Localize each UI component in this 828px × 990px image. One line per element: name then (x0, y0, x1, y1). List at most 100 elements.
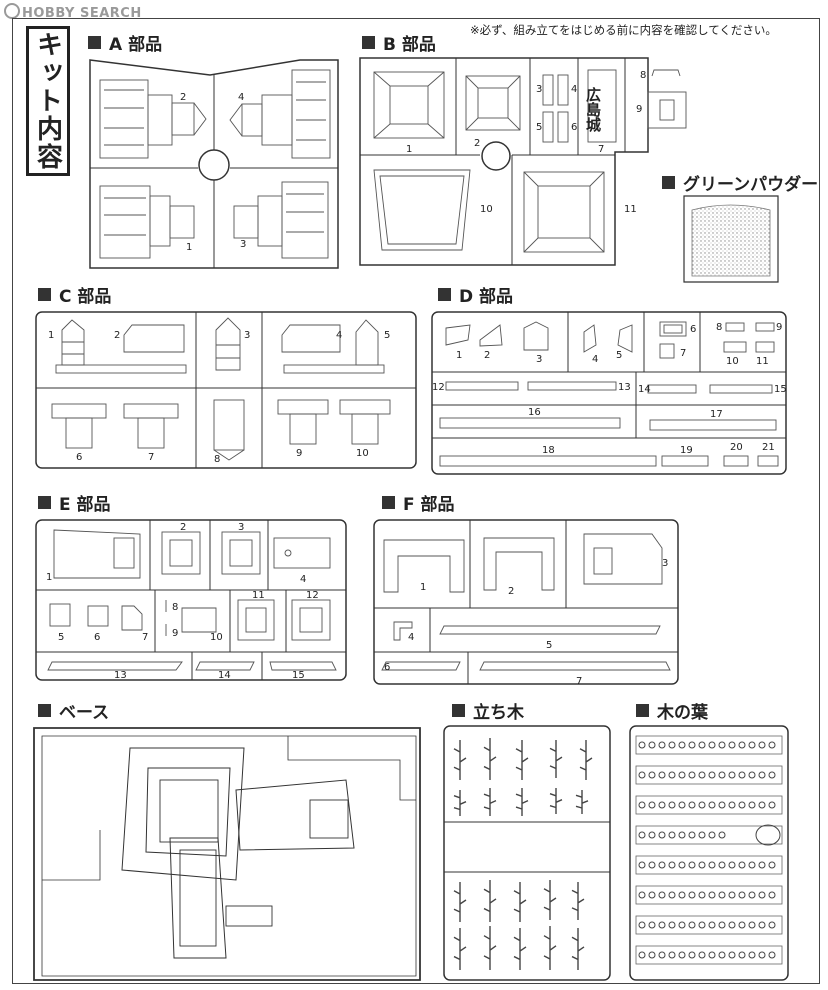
tree-part (515, 740, 529, 780)
d-part-number: 1 (456, 350, 462, 361)
a-part-number: 1 (186, 242, 192, 253)
e-part-number: 8 (172, 602, 178, 613)
section-base-label: ベース (59, 703, 110, 723)
f-part-outlines (381, 533, 671, 671)
standing-trees-set (453, 738, 593, 970)
tree-part (483, 788, 497, 816)
section-standing-trees-label: 立ち木 (473, 703, 524, 723)
d-part-number: 2 (484, 350, 490, 361)
leaf-strip (635, 824, 783, 846)
c-part-number: 1 (48, 330, 54, 341)
b-part-number: 2 (474, 138, 480, 149)
b-part-number: 7 (598, 144, 604, 155)
sprue-a (89, 59, 339, 269)
c-part-number: 8 (214, 454, 220, 465)
e-part-outlines (47, 529, 337, 671)
d-part-number: 15 (774, 384, 787, 395)
f-part-number: 4 (408, 632, 414, 643)
square-bullet-icon (38, 288, 51, 301)
b-sign-text: 広島城 (584, 86, 602, 133)
square-bullet-icon (662, 176, 675, 189)
b-part-number: 11 (624, 204, 637, 215)
notice-text: ※必ず、組み立てをはじめる前に内容を確認してください。 (470, 23, 777, 37)
leaf-strip (635, 885, 783, 905)
e-part-number: 2 (180, 522, 186, 533)
green-powder-bag (683, 195, 779, 283)
d-part-number: 5 (616, 350, 622, 361)
c-part-outlines (51, 317, 391, 461)
square-bullet-icon (38, 496, 51, 509)
a-part-number: 4 (238, 92, 244, 103)
sprue-d (431, 311, 787, 475)
section-a-heading: A 部品 (88, 30, 162, 55)
base-board (33, 727, 421, 981)
b-part-number: 9 (636, 104, 642, 115)
standing-trees-sprue (443, 725, 611, 981)
section-a-label: A 部品 (109, 35, 163, 55)
leaf-strip (635, 855, 783, 875)
section-b-label: B 部品 (383, 35, 436, 55)
b-part-outlines (373, 69, 687, 253)
watermark-text: HOBBY SEARCH (22, 6, 142, 21)
a-part-number: 3 (240, 239, 246, 250)
section-c-label: C 部品 (59, 287, 112, 307)
sprue-e (35, 519, 347, 681)
tree-part (549, 788, 563, 814)
square-bullet-icon (362, 36, 375, 49)
section-e-heading: E 部品 (38, 490, 111, 515)
tree-part (453, 790, 467, 816)
b-part-numbers: 1 2 3 4 5 6 7 8 9 10 11 (406, 70, 646, 215)
section-green-powder-label: グリーンパウダー (683, 175, 819, 195)
tree-part (453, 882, 467, 922)
d-part-outlines (439, 321, 779, 467)
tree-part (549, 740, 563, 778)
c-part-number: 3 (244, 330, 250, 341)
f-part-number: 5 (546, 640, 552, 651)
section-f-heading: F 部品 (382, 490, 455, 515)
square-bullet-icon (38, 704, 51, 717)
e-part-number: 6 (94, 632, 100, 643)
e-part-number: 5 (58, 632, 64, 643)
b-part-number: 5 (536, 122, 542, 133)
leaf-strip (635, 945, 783, 965)
section-leaves-heading: 木の葉 (636, 698, 708, 723)
b-part-number: 1 (406, 144, 412, 155)
e-part-number: 1 (46, 572, 52, 583)
f-part-numbers: 1 2 3 4 5 6 7 (384, 558, 668, 687)
section-c-heading: C 部品 (38, 282, 111, 307)
section-e-label: E 部品 (59, 495, 111, 515)
b-part-number: 6 (571, 122, 577, 133)
leaf-strip (635, 765, 783, 785)
e-part-number: 14 (218, 670, 231, 681)
f-part-number: 3 (662, 558, 668, 569)
tree-part (453, 740, 467, 780)
page-frame (12, 18, 820, 984)
leaf-strip (635, 915, 783, 935)
leaf-strip (635, 735, 783, 755)
b-part-number: 8 (640, 70, 646, 81)
section-green-powder-heading: グリーンパウダー (662, 170, 818, 195)
sprue-c (35, 311, 417, 469)
square-bullet-icon (88, 36, 101, 49)
e-part-number: 7 (142, 632, 148, 643)
e-part-number: 13 (114, 670, 127, 681)
tree-part (571, 928, 585, 970)
d-part-number: 21 (762, 442, 775, 453)
square-bullet-icon (438, 288, 451, 301)
section-standing-trees-heading: 立ち木 (452, 698, 524, 723)
d-part-number: 3 (536, 354, 542, 365)
tree-part (513, 882, 527, 922)
c-part-number: 6 (76, 452, 82, 463)
b-part-number: 3 (536, 84, 542, 95)
e-part-number: 12 (306, 590, 319, 601)
tree-part (571, 882, 585, 920)
d-part-number: 9 (776, 322, 782, 333)
c-part-number: 5 (384, 330, 390, 341)
leaves-rows (635, 735, 783, 965)
e-part-number: 4 (300, 574, 306, 585)
tree-part (483, 738, 497, 780)
a-part-number: 2 (180, 92, 186, 103)
d-part-number: 18 (542, 445, 555, 456)
c-part-number: 9 (296, 448, 302, 459)
